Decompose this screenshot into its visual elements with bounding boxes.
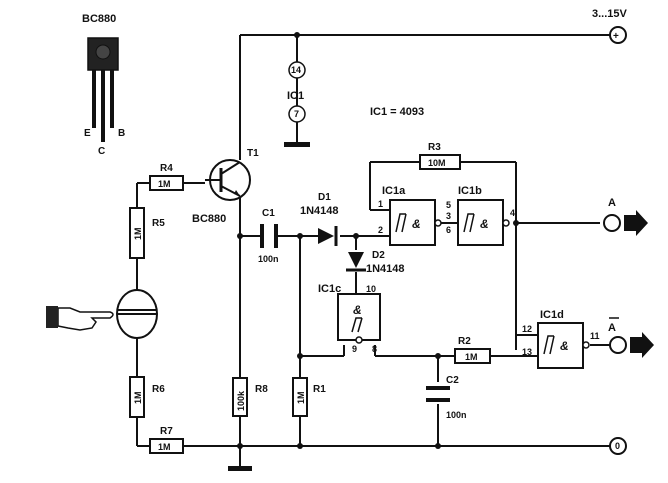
- svg-text:10: 10: [366, 284, 376, 294]
- junctions: [237, 32, 519, 449]
- pin-c-label: C: [98, 146, 105, 157]
- supply-plus-terminal: +: [609, 26, 627, 44]
- svg-text:11: 11: [590, 331, 600, 341]
- svg-text:14: 14: [291, 65, 301, 75]
- svg-text:&: &: [412, 217, 421, 231]
- svg-text:3: 3: [446, 211, 451, 221]
- svg-text:IC1c: IC1c: [318, 283, 341, 295]
- svg-text:5: 5: [446, 200, 451, 210]
- gate-ic1c: & IC1c 10 9 8: [318, 283, 381, 354]
- svg-text:6: 6: [446, 225, 451, 235]
- pin-b-label: B: [118, 128, 125, 139]
- svg-text:9: 9: [352, 344, 357, 354]
- svg-text:R7: R7: [160, 426, 173, 437]
- resistor-r1: R1 1M: [292, 377, 326, 417]
- svg-text:&: &: [560, 339, 569, 353]
- svg-text:100k: 100k: [236, 390, 246, 411]
- resistor-r6: R6 1M: [129, 376, 165, 418]
- svg-text:7: 7: [294, 109, 299, 119]
- svg-text:12: 12: [522, 324, 532, 334]
- diode-d2: D2 1N4148: [346, 250, 405, 275]
- output-a-terminal: A: [603, 197, 648, 236]
- svg-text:1: 1: [378, 199, 383, 209]
- t1-type: BC880: [192, 213, 226, 225]
- ic-note: IC1 = 4093: [370, 106, 424, 118]
- ic1-power-pins: 14 IC1 7: [284, 61, 310, 147]
- capacitor-c1: C1 100n: [258, 208, 279, 264]
- resistor-r4: R4 1M: [149, 163, 184, 191]
- svg-text:1M: 1M: [158, 179, 171, 189]
- output-a-label: A: [608, 197, 616, 209]
- svg-text:100n: 100n: [446, 410, 467, 420]
- svg-text:1M: 1M: [158, 442, 171, 452]
- svg-text:1M: 1M: [133, 227, 143, 240]
- resistor-r8: R8 100k: [228, 377, 268, 471]
- svg-text:D2: D2: [372, 250, 385, 261]
- svg-text:&: &: [353, 303, 362, 317]
- pin-e-label: E: [84, 128, 91, 139]
- touch-electrode: [116, 289, 158, 339]
- svg-text:10M: 10M: [428, 158, 446, 168]
- svg-text:IC1: IC1: [287, 90, 304, 102]
- svg-text:1N4148: 1N4148: [300, 205, 339, 217]
- ground-terminal: 0: [609, 437, 627, 455]
- svg-text:2: 2: [378, 225, 383, 235]
- resistor-r2: R2 1M: [454, 336, 491, 364]
- gate-ic1d: & IC1d 12 13 11: [522, 309, 600, 369]
- svg-text:&: &: [480, 217, 489, 231]
- svg-text:4: 4: [510, 208, 515, 218]
- t1-ref: T1: [247, 148, 259, 159]
- svg-text:0: 0: [615, 441, 620, 451]
- svg-text:100n: 100n: [258, 254, 279, 264]
- supply-label: 3...15V: [592, 8, 628, 20]
- svg-text:R3: R3: [428, 142, 441, 153]
- resistor-r3: R3 10M: [419, 142, 461, 170]
- svg-text:C2: C2: [446, 375, 459, 386]
- gate-ic1b: & IC1b 5 6 4: [446, 185, 515, 246]
- svg-text:R2: R2: [458, 336, 471, 347]
- output-a-bar-terminal: A: [608, 317, 654, 358]
- package-title: BC880: [82, 13, 116, 25]
- svg-text:R8: R8: [255, 384, 268, 395]
- finger-hand-icon: [46, 306, 114, 331]
- svg-text:1M: 1M: [133, 391, 143, 404]
- diode-d1: D1 1N4148: [300, 192, 339, 246]
- resistor-r7: R7 1M: [149, 426, 184, 454]
- resistor-r5: R5 1M: [129, 207, 165, 259]
- svg-text:R6: R6: [152, 384, 165, 395]
- capacitor-c2: C2 100n: [426, 375, 467, 420]
- svg-text:IC1b: IC1b: [458, 185, 482, 197]
- output-a-bar-label: A: [608, 322, 616, 334]
- svg-text:1N4148: 1N4148: [366, 263, 405, 275]
- svg-text:IC1d: IC1d: [540, 309, 564, 321]
- gate-ic1a: & IC1a 1 2 3: [378, 185, 451, 246]
- transistor-package-drawing: BC880 E C B: [82, 13, 125, 157]
- svg-text:+: +: [613, 31, 619, 42]
- transistor-t1: T1 BC880: [192, 148, 259, 225]
- svg-text:R1: R1: [313, 384, 326, 395]
- svg-text:8: 8: [372, 344, 377, 354]
- svg-text:1M: 1M: [296, 391, 306, 404]
- svg-text:R5: R5: [152, 218, 165, 229]
- svg-text:R4: R4: [160, 163, 173, 174]
- svg-text:C1: C1: [262, 208, 275, 219]
- svg-text:D1: D1: [318, 192, 331, 203]
- svg-text:IC1a: IC1a: [382, 185, 406, 197]
- wires: [136, 34, 612, 466]
- svg-text:1M: 1M: [465, 352, 478, 362]
- svg-text:13: 13: [522, 347, 532, 357]
